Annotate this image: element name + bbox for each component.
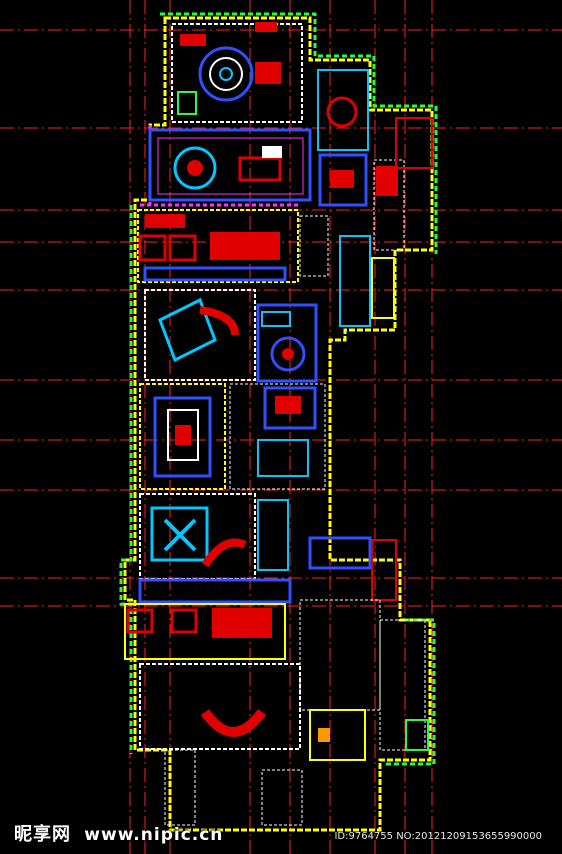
room-bedroom-1 (144, 289, 318, 383)
room-lower-dining (124, 603, 286, 660)
watermark-brand: 昵享网 www.nipic.cn (14, 820, 223, 846)
watermark-bar: 昵享网 www.nipic.cn ID:9764755 NO:201212091… (0, 822, 562, 854)
room-lower-hall (139, 599, 429, 826)
watermark-photo-id: ID:9764755 NO:20121209153655990000 (334, 831, 542, 842)
room-bedroom-3 (138, 493, 397, 604)
watermark-brand-name: 昵享网 (14, 824, 71, 845)
room-top-hall (171, 22, 303, 123)
room-dining-row (137, 209, 395, 327)
watermark-url: www.nipic.cn (84, 825, 224, 845)
room-bedroom-2 (139, 383, 326, 490)
room-living (148, 128, 312, 202)
room-upper-right (317, 69, 433, 251)
